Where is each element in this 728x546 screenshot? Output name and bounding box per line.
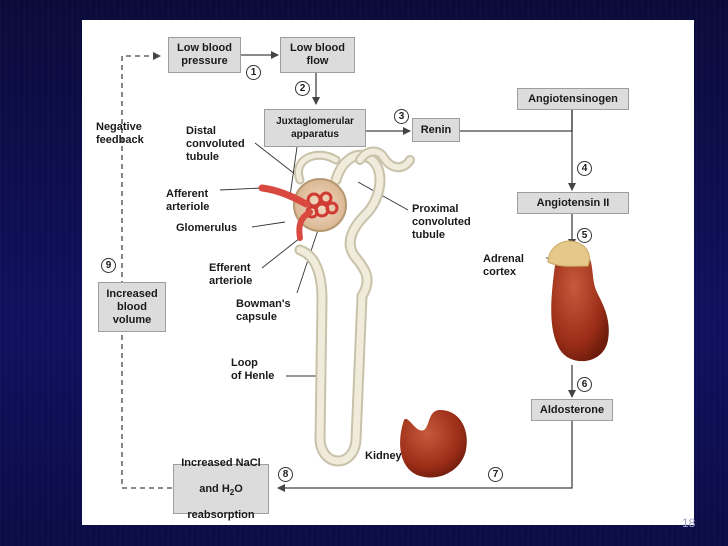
increased-nacl-reabsorption-box: Increased NaCl and H2O reabsorption xyxy=(173,457,269,521)
slide-number: 18 xyxy=(682,516,696,530)
step-1-badge: 1 xyxy=(246,65,261,80)
kidney-label: Kidney xyxy=(365,450,402,462)
angiotensinogen-box: Angiotensinogen xyxy=(517,88,629,110)
adrenal-kidney-illustration xyxy=(547,240,609,362)
step-4-badge: 4 xyxy=(577,161,592,176)
adrenal-cortex-label: Adrenal cortex xyxy=(483,253,524,278)
distal-convoluted-tubule-label: Distal convoluted tubule xyxy=(186,125,245,163)
negative-feedback-dashed-arrow xyxy=(121,52,172,489)
step-9-badge: 9 xyxy=(101,258,116,273)
low-blood-pressure-box: Low blood pressure xyxy=(168,37,241,73)
step-3-badge: 3 xyxy=(394,109,409,124)
efferent-arteriole-label: Efferent arteriole xyxy=(209,262,253,287)
glomerulus-label: Glomerulus xyxy=(176,222,238,234)
increased-blood-volume-box: Increased blood volume xyxy=(98,282,166,332)
juxtaglomerular-apparatus-box: Juxtaglomerular apparatus xyxy=(264,109,366,147)
angiotensin-ii-box: Angiotensin II xyxy=(517,192,629,214)
step-5-badge: 5 xyxy=(577,228,592,243)
step-7-badge: 7 xyxy=(488,467,503,482)
kidney-illustration xyxy=(400,410,467,478)
negative-feedback-label: Negative feedback xyxy=(96,121,144,146)
proximal-convoluted-tubule-label: Proximal convoluted tubule xyxy=(412,203,471,241)
flow-arrows xyxy=(121,51,576,492)
step-8-badge: 8 xyxy=(278,467,293,482)
arrow-renin-to-angiotensinogen xyxy=(460,110,573,132)
arrow-aldosterone-to-reabsorption xyxy=(277,420,573,492)
nacl-line-1: Increased NaCl xyxy=(181,456,261,469)
nacl-line-2: and H2O xyxy=(199,482,243,497)
step-2-badge: 2 xyxy=(295,81,310,96)
nephron-illustration xyxy=(258,146,415,467)
aldosterone-box: Aldosterone xyxy=(531,399,613,421)
low-blood-flow-box: Low blood flow xyxy=(280,37,355,73)
nacl-line-3: reabsorption xyxy=(187,508,255,521)
loop-of-henle-label: Loop of Henle xyxy=(231,357,275,382)
bowmans-capsule-label: Bowman's capsule xyxy=(236,298,291,323)
afferent-arteriole-label: Afferent arteriole xyxy=(166,188,210,213)
step-6-badge: 6 xyxy=(577,377,592,392)
renin-box: Renin xyxy=(412,118,460,142)
